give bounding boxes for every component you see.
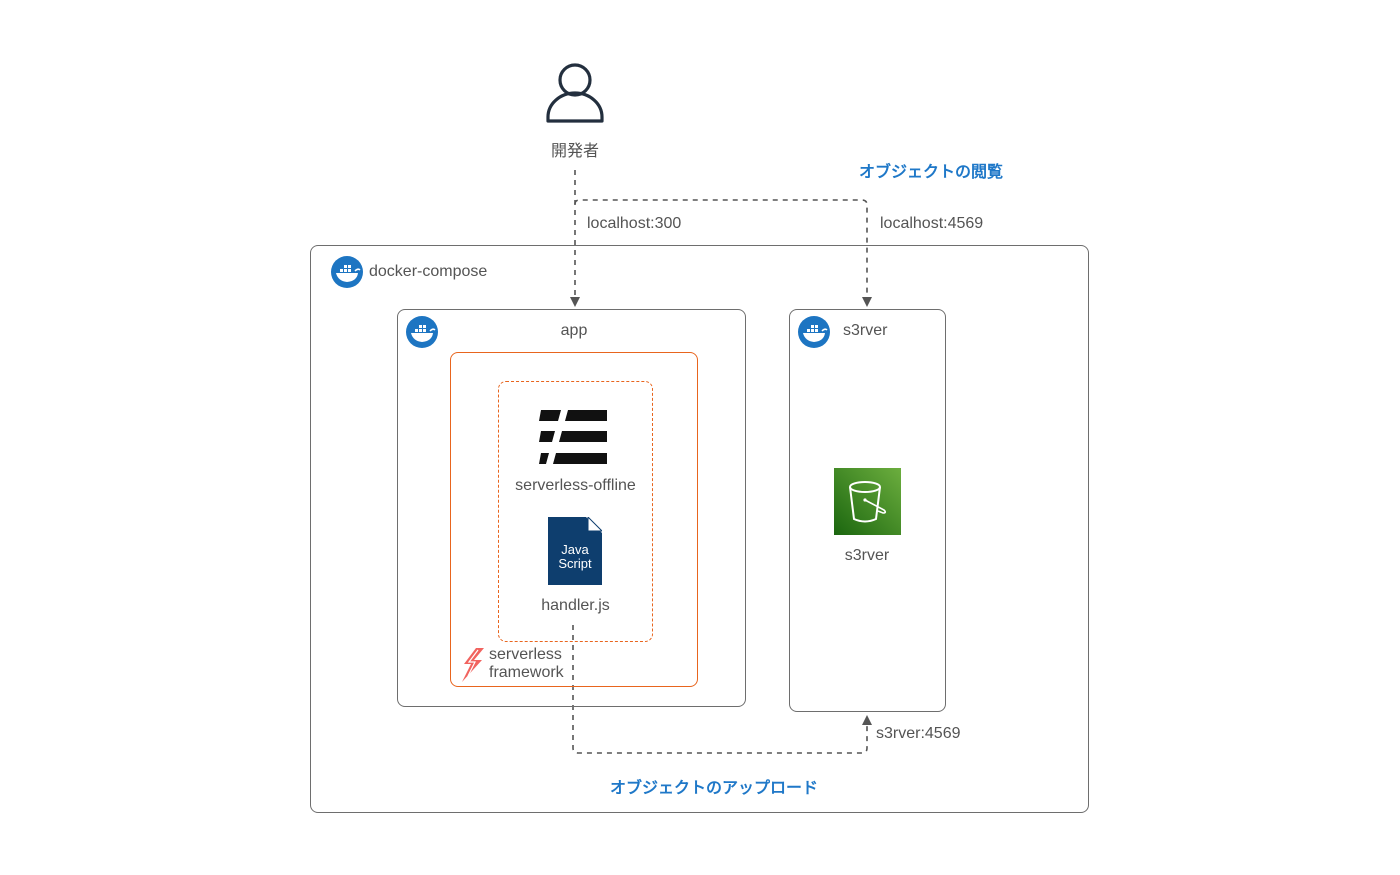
- s3rver-container: [789, 309, 946, 712]
- user-icon: [546, 63, 604, 123]
- docker-icon: [798, 316, 830, 348]
- app-container: [397, 309, 746, 707]
- s3-port-label: localhost:4569: [880, 215, 984, 232]
- js-icon-text-line1: Java: [561, 542, 589, 557]
- upload-title: オブジェクトのアップロード: [610, 778, 819, 797]
- s3-bucket-label: s3rver: [844, 547, 890, 564]
- serverless-framework-label-line2: framework: [489, 664, 564, 681]
- serverless-offline-icon: [539, 410, 607, 464]
- internal-port-label: s3rver:4569: [876, 725, 961, 742]
- js-icon-text-line2: Script: [558, 556, 592, 571]
- docker-compose-group: [310, 245, 1089, 813]
- developer-label: 開発者: [550, 141, 599, 160]
- developer: 開発者: [535, 60, 615, 160]
- serverless-framework-group: [450, 352, 698, 687]
- docker-icon: [406, 316, 438, 348]
- app-port-label: localhost:300: [587, 215, 682, 232]
- browse-title: オブジェクトの閲覧: [859, 162, 1004, 181]
- handler-label: handler.js: [541, 597, 610, 614]
- docker-icon: [331, 256, 363, 288]
- connector-handler-to-s3rver: [572, 625, 872, 754]
- s3rver-container-label: s3rver: [843, 322, 888, 339]
- serverless-offline-label: serverless-offline: [515, 477, 636, 494]
- docker-compose-label: docker-compose: [369, 263, 488, 280]
- javascript-file-icon: Java Script: [548, 517, 602, 585]
- serverless-framework-label-line1: serverless: [489, 646, 562, 663]
- connector-developer-to-s3rver: [574, 199, 872, 307]
- s3-bucket-icon: [834, 468, 901, 535]
- app-container-label: app: [560, 322, 588, 339]
- serverless-framework-icon: [462, 648, 484, 682]
- serverless-offline-group: [498, 381, 653, 642]
